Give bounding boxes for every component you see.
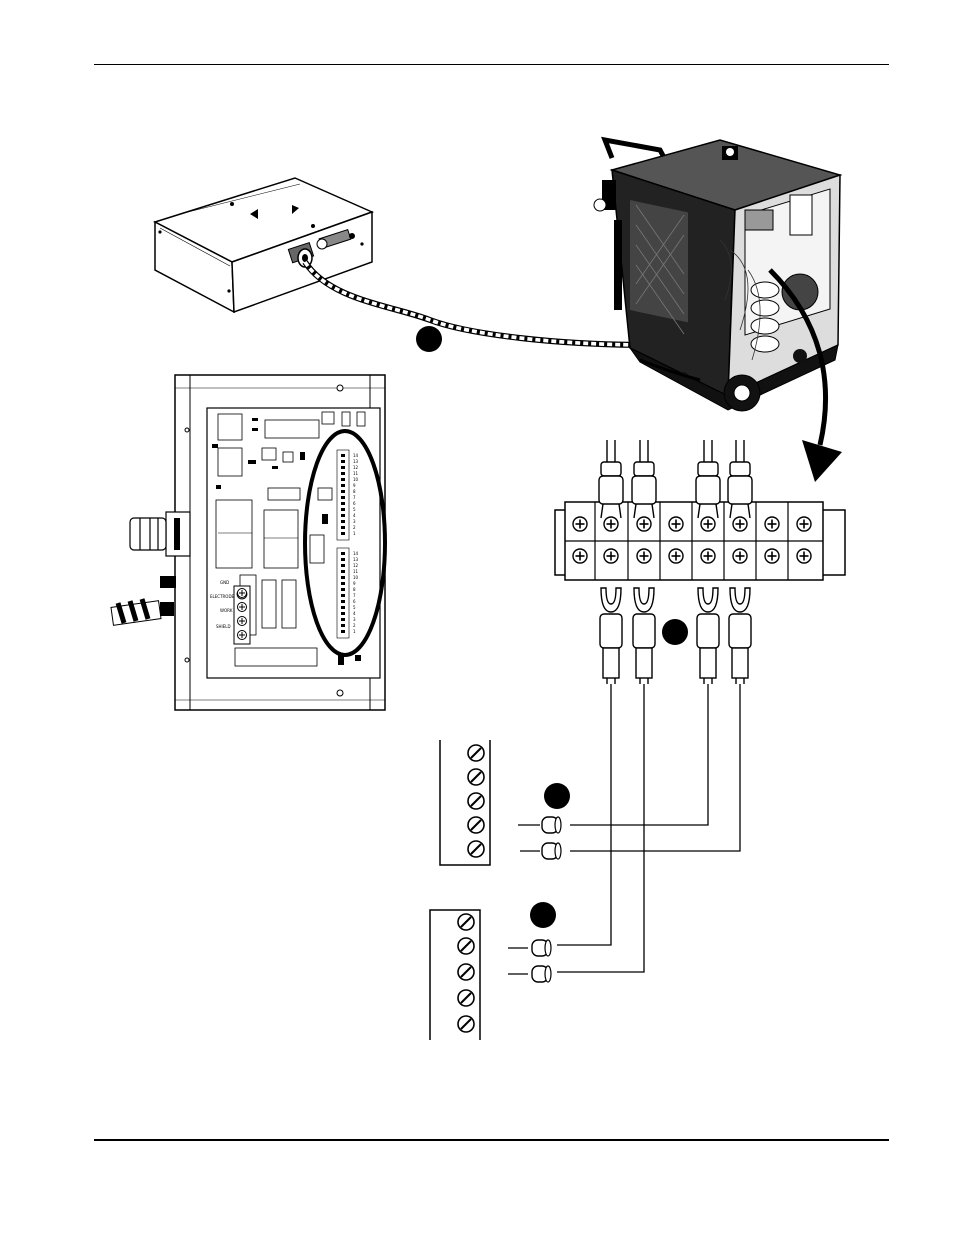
tb2-pin-14: 14 — [353, 551, 359, 556]
tb2-pin-13: 13 — [353, 557, 359, 562]
lower-spade-lugs — [599, 587, 752, 684]
tb2-pin-10: 10 — [353, 575, 359, 580]
tb1-pin-8: 8 — [353, 489, 356, 494]
zoom-arrow — [802, 440, 842, 482]
plasma-power-supply — [593, 136, 843, 412]
tb1-pin-13: 13 — [353, 459, 359, 464]
upper-ring-lugs — [598, 440, 753, 519]
header-rule — [94, 64, 889, 65]
pcb-label-work: WORK — [220, 608, 233, 613]
pcb-label-gnd: GND — [220, 580, 229, 585]
callout-marker-lower-block — [530, 902, 556, 928]
tb2-pin-5: 5 — [353, 605, 356, 610]
tb1-pin-1: 1 — [353, 531, 356, 536]
tb1-pin-6: 6 — [353, 501, 356, 506]
upper-terminal-block — [439, 740, 491, 866]
tb1-pin-5: 5 — [353, 507, 356, 512]
remote-interface-box — [153, 177, 375, 314]
tb2-pin-11: 11 — [353, 569, 359, 574]
tb2-pin-4: 4 — [353, 611, 356, 616]
tb1-pin-11: 11 — [353, 471, 359, 476]
tb2-pin-2: 2 — [353, 623, 356, 628]
tb2-pin-6: 6 — [353, 599, 356, 604]
ferrule — [531, 939, 552, 957]
footer-rule — [94, 1139, 889, 1141]
tb2-pin-7: 7 — [353, 593, 356, 598]
pcb-label-electrode: ELECTRODE — [210, 594, 235, 599]
tb1-pin-12: 12 — [353, 465, 359, 470]
ferrule — [541, 842, 562, 860]
tb1-pin-14: 14 — [353, 453, 359, 458]
callout-marker-upper-block — [544, 783, 570, 809]
signal-wires — [508, 684, 741, 975]
tb1-pin-2: 2 — [353, 525, 356, 530]
callout-marker-cable — [416, 326, 442, 352]
tb1-pin-3: 3 — [353, 519, 356, 524]
terminal-strip — [554, 501, 846, 581]
terminal-highlight-ellipse — [303, 429, 387, 657]
ferrule — [541, 816, 562, 834]
tb1-pin-7: 7 — [353, 495, 356, 500]
lower-terminal-block — [429, 909, 481, 1040]
tb1-pin-4: 4 — [353, 513, 356, 518]
tb2-pin-8: 8 — [353, 587, 356, 592]
interface-enclosure: GND ELECTRODE WORK SHIELD 14 13 12 11 — [110, 374, 387, 711]
tb1-pin-9: 9 — [353, 483, 356, 488]
tb2-pin-12: 12 — [353, 563, 359, 568]
tb2-pin-3: 3 — [353, 617, 356, 622]
tb2-pin-1: 1 — [353, 629, 356, 634]
callout-marker-strip — [662, 619, 688, 645]
tb1-pin-10: 10 — [353, 477, 359, 482]
ferrule — [531, 965, 552, 983]
tb2-pin-9: 9 — [353, 581, 356, 586]
pcb-label-shield: SHIELD — [216, 624, 231, 629]
